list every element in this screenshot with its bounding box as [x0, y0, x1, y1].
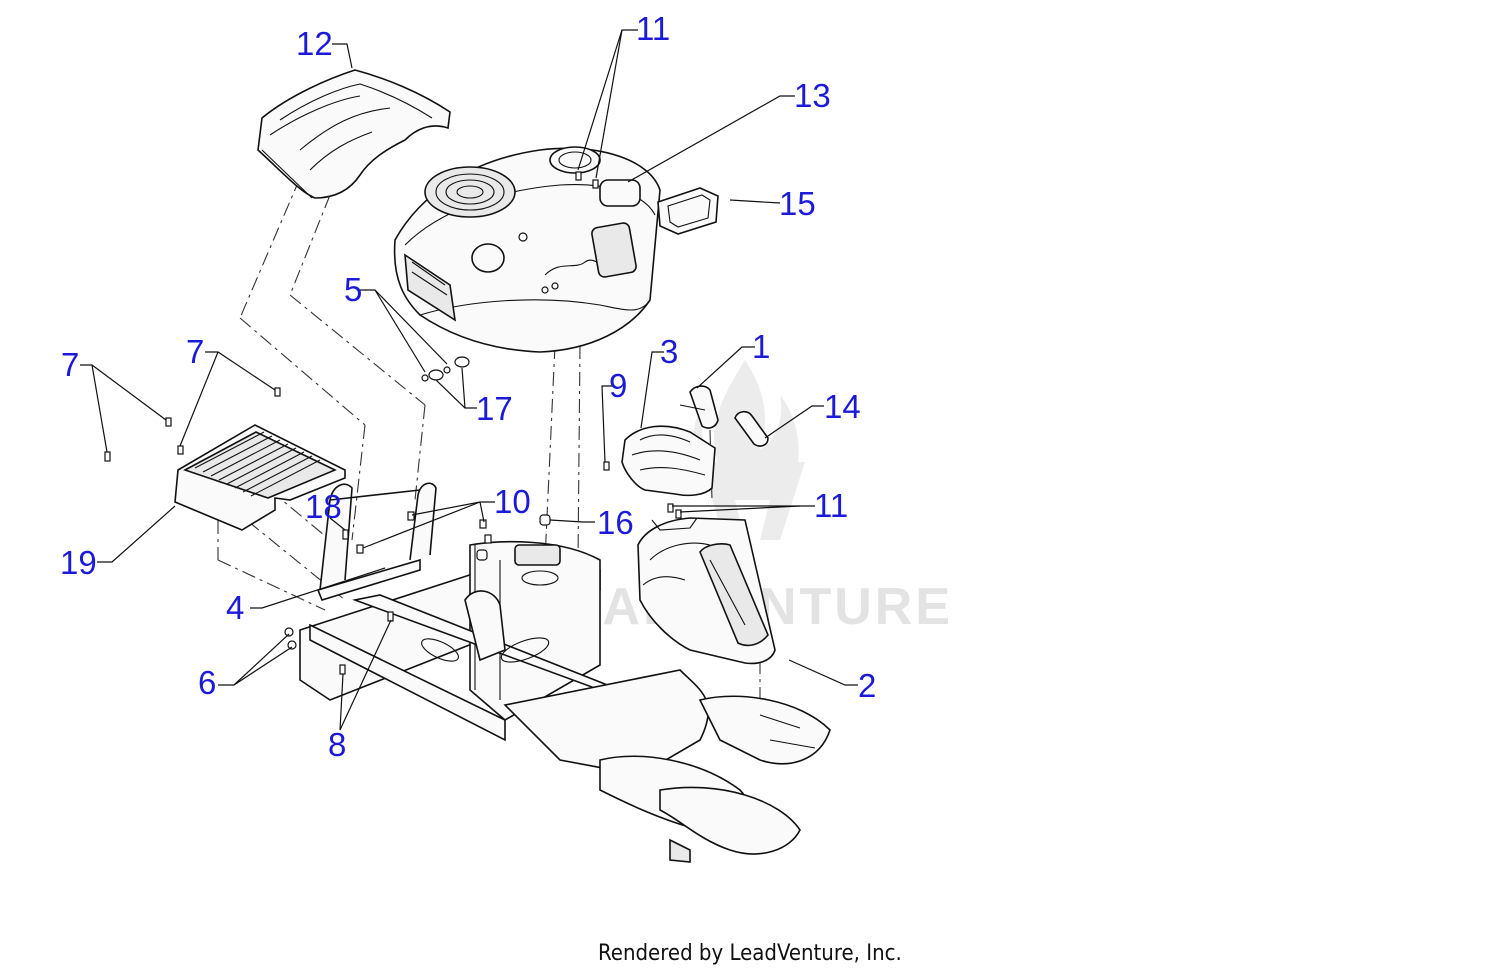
- footer-credit: Rendered by LeadVenture, Inc.: [598, 941, 902, 966]
- bracket-part: [679, 385, 719, 429]
- frame-chassis: [299, 482, 831, 863]
- callout-18: 18: [305, 488, 342, 525]
- callout-19: 19: [60, 544, 97, 581]
- steering-column-cover-part: [637, 517, 776, 665]
- callout-13: 13: [794, 77, 831, 114]
- callout-4: 4: [226, 589, 244, 626]
- callout-7-left: 7: [61, 346, 79, 383]
- callout-1: 1: [752, 328, 770, 365]
- callout-labels: 1 2 3 4 5 6 7 7 8 9 10 11 11 12 13 14 15…: [60, 10, 876, 763]
- callout-5: 5: [344, 271, 362, 308]
- callout-17: 17: [476, 390, 513, 427]
- callout-15: 15: [779, 185, 816, 222]
- lever-knob-part: [734, 410, 769, 447]
- callout-6: 6: [198, 664, 216, 701]
- leader-lines: [80, 29, 858, 731]
- callout-14: 14: [824, 388, 861, 425]
- callout-10: 10: [494, 483, 531, 520]
- callout-16: 16: [597, 504, 634, 541]
- hardware: [104, 171, 682, 675]
- rear-cover-part: [257, 69, 451, 199]
- callout-3: 3: [660, 333, 678, 370]
- callout-2: 2: [858, 667, 876, 704]
- hood-dash-assembly: [393, 146, 661, 353]
- callout-12: 12: [296, 25, 333, 62]
- callout-8: 8: [328, 726, 346, 763]
- steering-shroud-part: [621, 425, 716, 497]
- callout-11-top: 11: [636, 10, 670, 47]
- vent-cover-part: [174, 424, 346, 531]
- callout-11-lower: 11: [814, 487, 848, 524]
- cup-tray-part: [657, 187, 719, 235]
- callout-9: 9: [609, 367, 627, 404]
- callout-7-right: 7: [186, 333, 204, 370]
